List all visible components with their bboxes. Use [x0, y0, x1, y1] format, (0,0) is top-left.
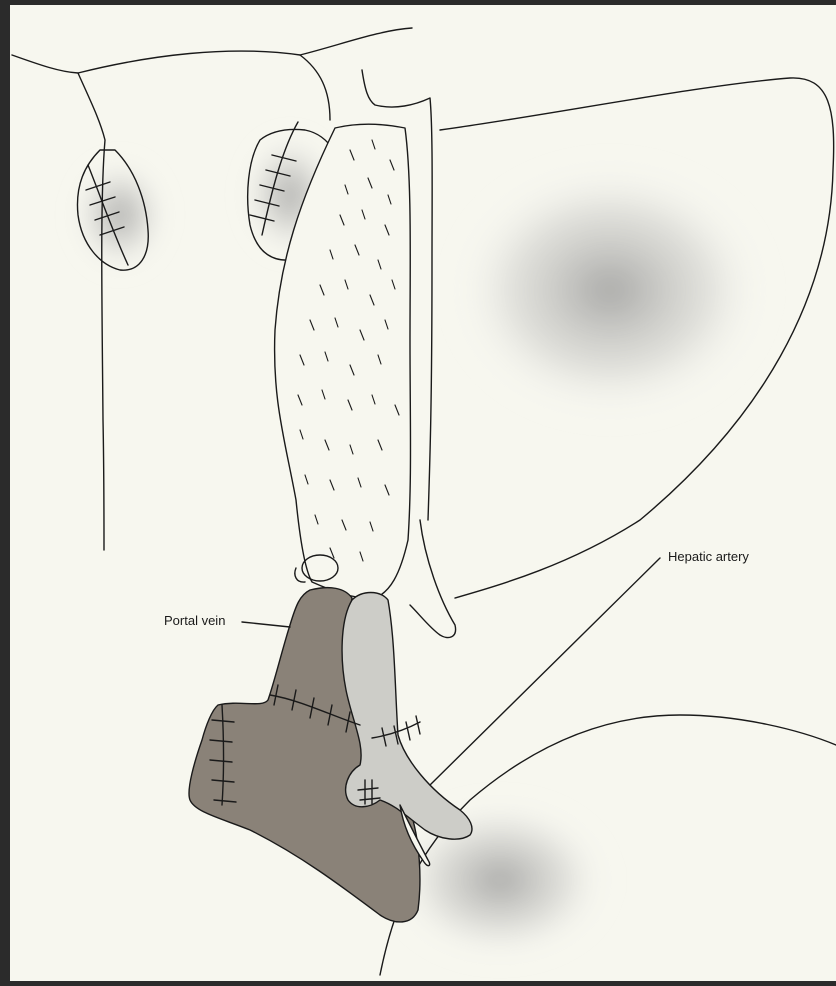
portal-vein-label: Portal vein [164, 613, 225, 628]
hepatic-artery-label: Hepatic artery [668, 549, 749, 564]
